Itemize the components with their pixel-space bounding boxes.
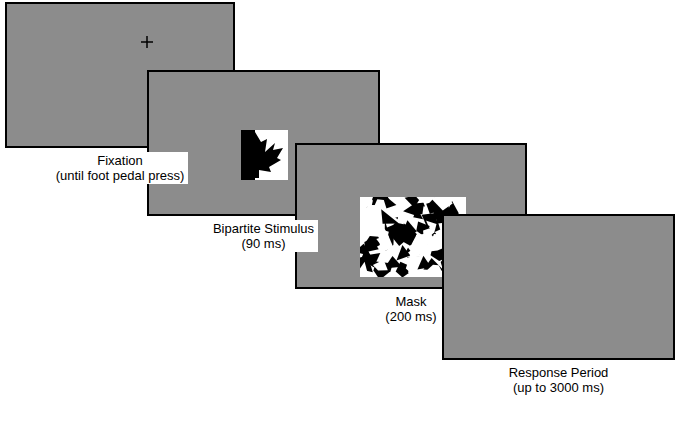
screen-title: Response Period (509, 365, 609, 380)
screen-label: Mask(200 ms) (381, 293, 440, 325)
response-screen: Response Period(up to 3000 ms) (442, 214, 675, 360)
screen-title: Bipartite Stimulus (213, 221, 314, 236)
screen-duration: (90 ms) (213, 236, 314, 251)
screen-label: Response Period(up to 3000 ms) (505, 364, 613, 396)
screen-duration: (until foot pedal press) (56, 168, 185, 183)
screen-title: Mask (385, 294, 436, 309)
screen-duration: (200 ms) (385, 309, 436, 324)
screen-label: Fixation(until foot pedal press) (52, 152, 189, 184)
screen-title: Fixation (56, 153, 185, 168)
screen-label: Bipartite Stimulus(90 ms) (209, 220, 318, 252)
screen-duration: (up to 3000 ms) (509, 380, 609, 395)
